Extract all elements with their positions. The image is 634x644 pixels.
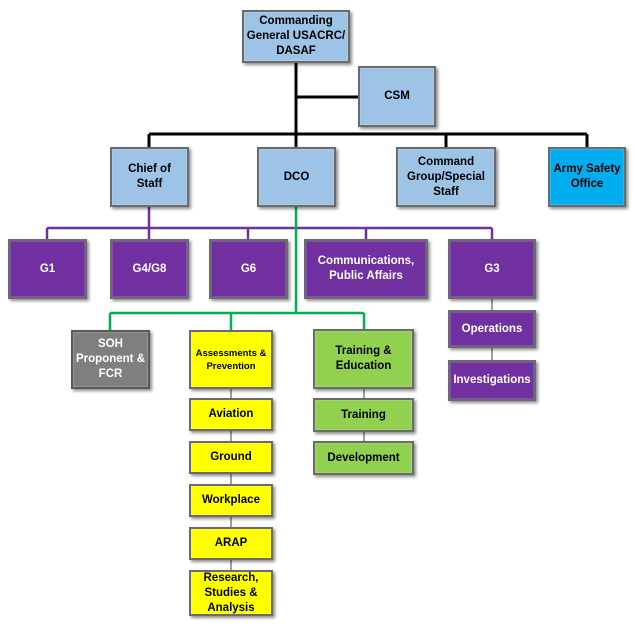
csm-label: CSM	[384, 90, 410, 102]
ground-box: Ground	[189, 441, 273, 474]
dco-label: DCO	[283, 170, 310, 183]
arap-label: ARAP	[214, 537, 248, 549]
g6-box: G6	[209, 239, 288, 299]
soh-proponent-label: SOH Proponent & FCR	[76, 338, 145, 380]
communications-box: Communications, Public Affairs	[304, 239, 428, 299]
investigations-label: Investigations	[453, 374, 531, 386]
workplace-box: Workplace	[189, 484, 273, 517]
g3-label: G3	[484, 262, 500, 275]
chief-of-staff-label: Chief of Staff	[128, 163, 171, 190]
operations-box: Operations	[448, 310, 536, 348]
command-group-label: Command Group/Special Staff	[407, 155, 485, 198]
ground-label: Ground	[210, 451, 252, 463]
investigations-box: Investigations	[448, 360, 536, 401]
research-box: Research, Studies & Analysis	[189, 570, 273, 616]
arap-box: ARAP	[189, 527, 273, 560]
g1-label: G1	[39, 262, 56, 275]
training-box: Training	[313, 398, 414, 432]
communications-label: Communications, Public Affairs	[317, 255, 415, 282]
army-safety-office-box: Army Safety Office	[548, 147, 626, 207]
training-education-label: Training & Education	[335, 345, 392, 372]
dco-box: DCO	[257, 147, 336, 207]
g4-g8-label: G4/G8	[132, 262, 167, 275]
assessments-prevention-label: Assessments & Prevention	[195, 347, 267, 372]
g1-box: G1	[8, 239, 87, 299]
command-group-box: Command Group/Special Staff	[396, 147, 496, 207]
training-label: Training	[341, 408, 386, 421]
sub-connectors	[230, 299, 493, 570]
commanding-general-label: Commanding General USACRC/ DASAF	[246, 15, 346, 57]
staff-connectors	[45, 207, 494, 239]
workplace-label: Workplace	[202, 494, 260, 506]
dco-connectors	[108, 207, 366, 330]
g3-box: G3	[448, 239, 536, 299]
army-safety-office-label: Army Safety Office	[553, 163, 621, 190]
aviation-label: Aviation	[208, 408, 254, 420]
g4-g8-box: G4/G8	[110, 239, 189, 299]
assessments-prevention-box: Assessments & Prevention	[189, 330, 273, 389]
research-label: Research, Studies & Analysis	[203, 571, 259, 614]
leadership-connectors	[147, 63, 589, 147]
g6-label: G6	[240, 262, 257, 275]
aviation-box: Aviation	[189, 398, 273, 431]
soh-proponent-box: SOH Proponent & FCR	[71, 330, 150, 389]
operations-label: Operations	[461, 322, 523, 335]
training-education-box: Training & Education	[313, 329, 414, 389]
development-box: Development	[313, 441, 414, 475]
chief-of-staff-box: Chief of Staff	[110, 147, 189, 207]
commanding-general-box: Commanding General USACRC/ DASAF	[242, 10, 350, 63]
development-label: Development	[327, 451, 400, 464]
csm-box: CSM	[358, 66, 436, 127]
